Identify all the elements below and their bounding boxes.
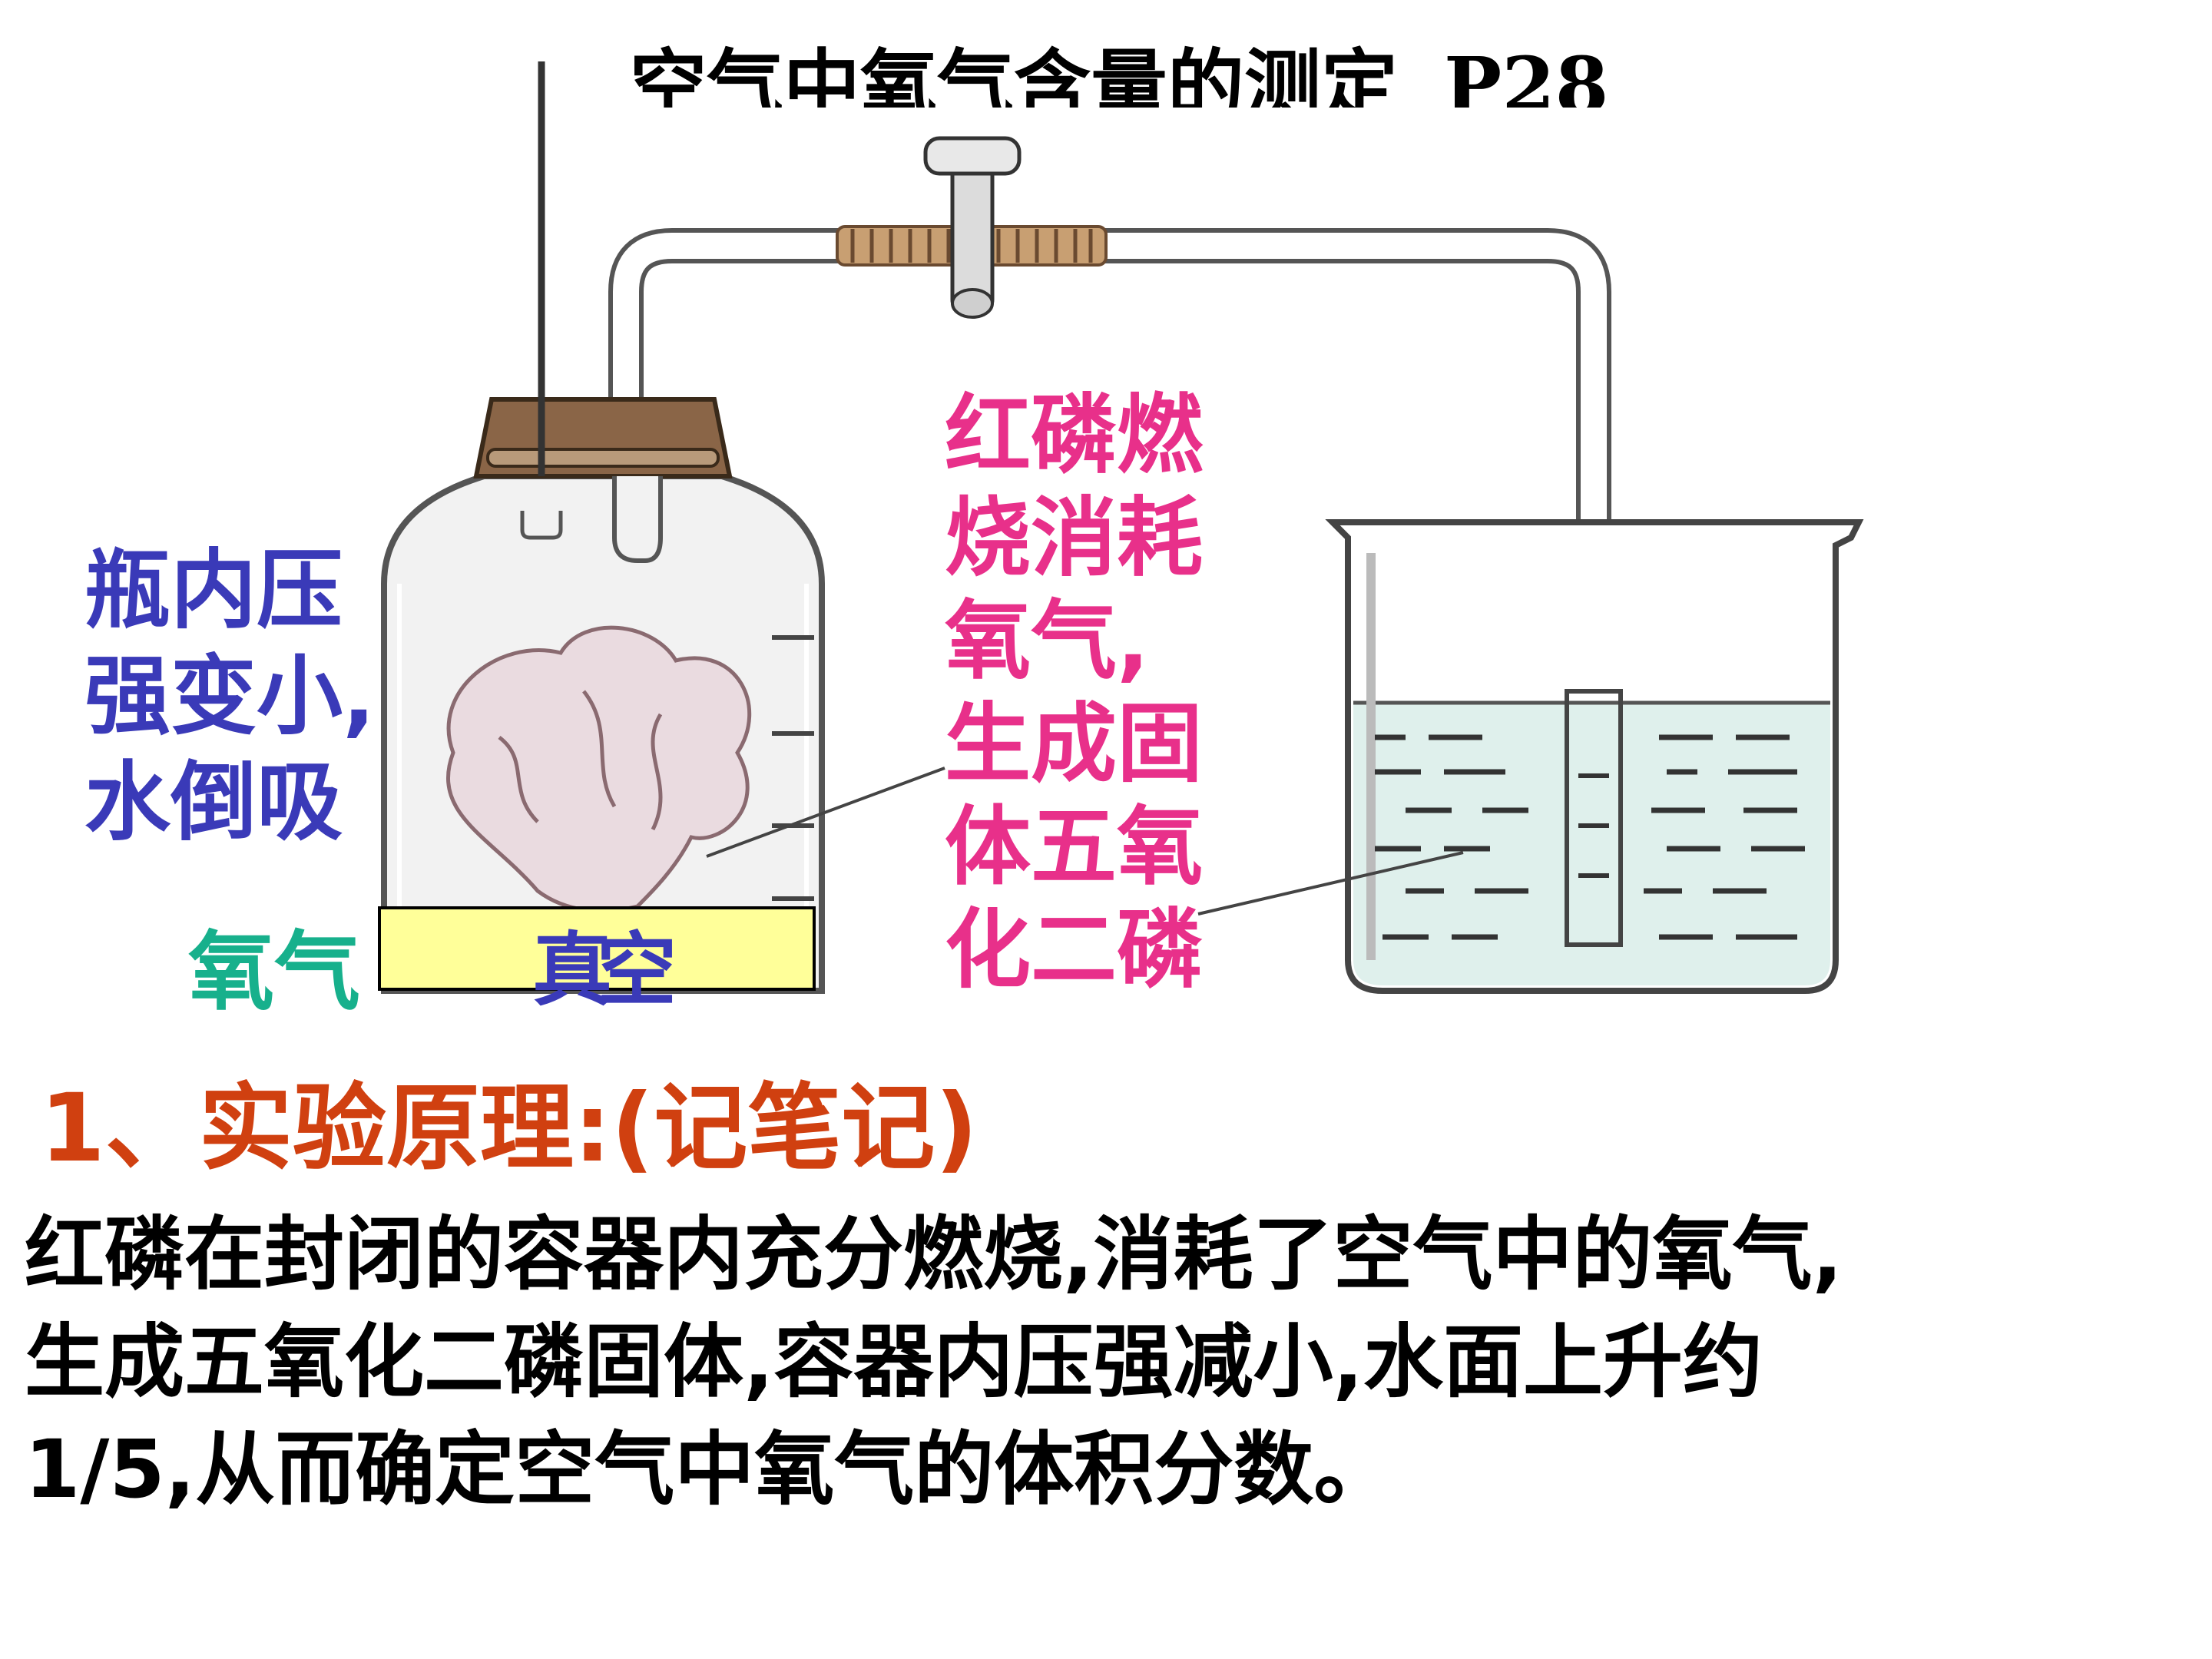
hose-ribs (850, 229, 1093, 263)
body-line: 生成五氧化二磷固体,容器内压强减小,水面上升约 (25, 1315, 1763, 1409)
vacuum-box: 真空 (378, 906, 816, 1017)
phosphorus-label-line: 生成固 (945, 694, 1203, 794)
phosphorus-label-line: 红磷燃 (945, 386, 1203, 485)
vacuum-box-text: 真空 (531, 923, 677, 1017)
oxygen-label: 氧气 (188, 922, 360, 1022)
phosphorus-label-line: 氧气, (945, 591, 1150, 691)
phosphorus-label-line: 烧消耗 (945, 488, 1203, 588)
section-heading: 1、实验原理:(记笔记) (40, 1074, 979, 1183)
body-line: 1/5,从而确定空气中氧气的体积分数。 (25, 1422, 1394, 1516)
tube-end-in-flask (612, 476, 663, 563)
white-smoke (446, 625, 752, 913)
phosphorus-label-line: 体五氧 (945, 797, 1203, 897)
stopper-tip (520, 511, 563, 540)
pressure-label-line: 水倒吸 (84, 753, 343, 853)
pointer-line-flask (706, 767, 945, 858)
pressure-label-line: 强变小, (84, 647, 376, 747)
stopper-band (486, 448, 720, 468)
tube-water-marks (1578, 773, 1609, 878)
tube-end-in-beaker (1565, 689, 1623, 947)
phosphorus-label-line: 化二磷 (945, 900, 1203, 1000)
spring-clamp (923, 136, 1022, 319)
pressure-label: 瓶内压 强变小, 水倒吸 (84, 538, 376, 856)
water-dashes (1375, 734, 1805, 940)
phosphorus-label: 红磷燃 烧消耗 氧气, 生成固 体五氧 化二磷 (945, 384, 1203, 1002)
pointer-line-water (1197, 851, 1464, 916)
body-line: 红磷在封闭的容器内充分燃烧,消耗了空气中的氧气, (25, 1207, 1843, 1301)
pressure-label-line: 瓶内压 (84, 541, 343, 641)
glass-tube-inner (613, 233, 1607, 945)
